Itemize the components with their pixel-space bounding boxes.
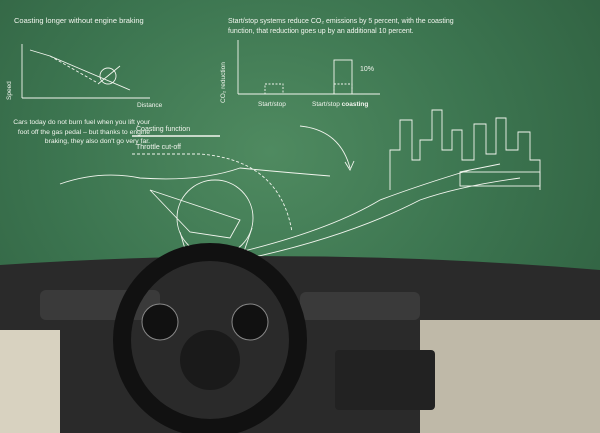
startstop-coasting-prefix: Start/stop xyxy=(312,101,342,108)
startstop-bar-label: Start/stop xyxy=(258,101,286,108)
co2-reduction-chart xyxy=(237,40,380,95)
hills xyxy=(59,167,331,185)
road xyxy=(239,169,471,253)
city-skyline xyxy=(389,109,541,190)
coasting-title: Coasting longer without engine braking xyxy=(14,16,144,25)
curved-arrow xyxy=(299,125,351,169)
startstop-coasting-bar-label: Start/stop coasting xyxy=(312,101,368,108)
speed-distance-chart xyxy=(21,44,150,99)
infotainment-screen xyxy=(335,350,435,410)
throttle-line xyxy=(132,153,293,233)
coasting-bold: coasting xyxy=(341,101,369,108)
engine-braking-note: Cars today do not burn fuel when you lif… xyxy=(13,119,150,145)
co2-axis-label: CO₂ reduction xyxy=(220,62,227,103)
startstop-description: Start/stop systems reduce CO₂ emissions … xyxy=(228,18,454,35)
coasting-function-label: Coasting function xyxy=(136,126,191,133)
distance-axis-label: Distance xyxy=(137,102,163,109)
throttle-cutoff-label: Throttle cut-off xyxy=(136,144,182,151)
car-dashboard xyxy=(0,243,600,433)
percent-label: 10% xyxy=(360,66,375,73)
glider xyxy=(149,189,241,239)
speed-axis-label: Speed xyxy=(6,81,13,100)
steering-wheel xyxy=(113,243,307,433)
